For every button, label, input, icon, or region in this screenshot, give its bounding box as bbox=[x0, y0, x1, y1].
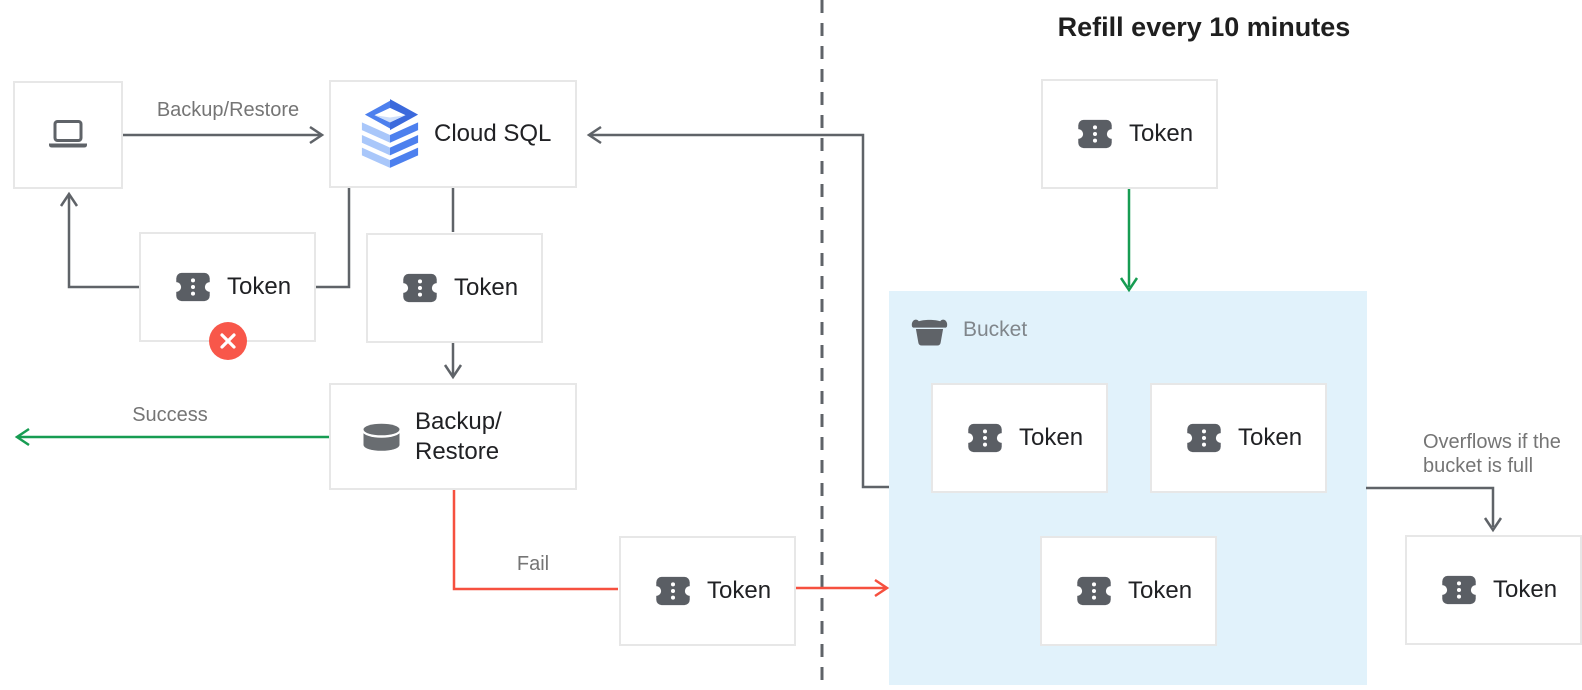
token-icon bbox=[963, 423, 1007, 453]
edge-cloudsql-to-token-denied bbox=[316, 188, 351, 289]
edge-token-denied-to-laptop bbox=[67, 196, 139, 289]
token-icon bbox=[651, 576, 695, 606]
laptop-icon bbox=[49, 120, 87, 148]
token-icon bbox=[1182, 423, 1226, 453]
token-node-overflow: Token bbox=[1405, 535, 1582, 645]
token-node-refill: Token bbox=[1041, 79, 1218, 189]
backup-label-line1: Backup/ bbox=[415, 407, 502, 435]
edge-bucket-overflow bbox=[1366, 486, 1495, 527]
token-node-bucket-3: Token bbox=[1040, 536, 1217, 646]
token-label: Token bbox=[1129, 120, 1194, 147]
bucket-header: Bucket bbox=[910, 314, 1027, 346]
backup-label-line2: Restore bbox=[415, 437, 500, 465]
diagram-title: Refill every 10 minutes bbox=[1057, 12, 1351, 42]
database-icon bbox=[362, 423, 401, 451]
token-icon bbox=[171, 272, 215, 302]
bucket-icon bbox=[911, 319, 948, 346]
token-label: Token bbox=[707, 577, 772, 604]
token-label: Token bbox=[1238, 424, 1303, 451]
token-node-bucket-1: Token bbox=[931, 383, 1108, 493]
cloud-sql-icon bbox=[359, 97, 421, 168]
edge-label-overflow: Overflows if the bucket is full bbox=[1423, 431, 1561, 477]
client-node bbox=[13, 81, 123, 189]
token-label: Token bbox=[1019, 424, 1084, 451]
token-node-fail-return: Token bbox=[619, 536, 796, 646]
backup-restore-node: Backup/ Restore bbox=[329, 383, 577, 490]
edge-bucket-to-cloudsql bbox=[590, 133, 889, 489]
arrowhead-down bbox=[1483, 517, 1503, 533]
backup-restore-label: Backup/ Restore bbox=[415, 407, 502, 467]
arrowhead-right-red bbox=[874, 578, 890, 598]
token-node-bucket-2: Token bbox=[1150, 383, 1327, 493]
arrowhead-down bbox=[443, 364, 463, 380]
token-icon bbox=[1073, 119, 1117, 149]
arrowhead-left-green bbox=[14, 427, 30, 447]
x-icon bbox=[220, 333, 236, 349]
bucket-label: Bucket bbox=[963, 318, 1028, 341]
token-label: Token bbox=[454, 274, 519, 301]
token-icon bbox=[1437, 575, 1481, 605]
token-label: Token bbox=[227, 273, 292, 300]
token-icon bbox=[1072, 576, 1116, 606]
token-icon bbox=[398, 273, 442, 303]
arrowhead-left bbox=[586, 125, 602, 145]
cloud-sql-label: Cloud SQL bbox=[434, 120, 552, 147]
arrowhead-right bbox=[309, 125, 325, 145]
arrowhead-down-green bbox=[1119, 277, 1139, 293]
edge-label-success: Success bbox=[132, 404, 208, 426]
edge-label-backup-restore: Backup/Restore bbox=[156, 99, 300, 121]
arrowhead-up bbox=[59, 191, 79, 207]
token-label: Token bbox=[1493, 576, 1558, 603]
token-node-acquired: Token bbox=[366, 233, 543, 343]
error-badge bbox=[209, 322, 247, 360]
token-label: Token bbox=[1128, 577, 1193, 604]
cloud-sql-node: Cloud SQL bbox=[329, 80, 577, 188]
edge-label-fail: Fail bbox=[516, 553, 550, 575]
